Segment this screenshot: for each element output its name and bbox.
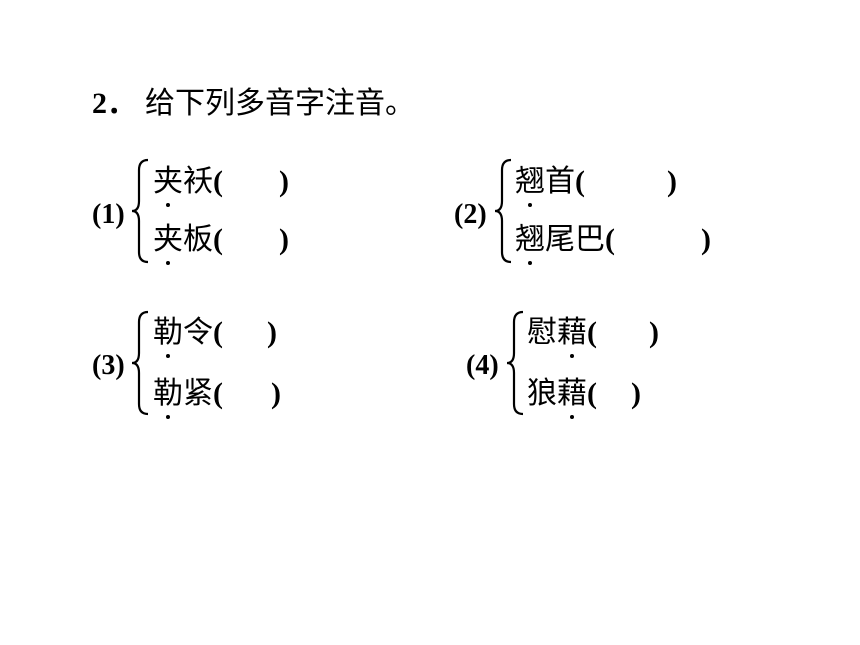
emphasized-char: 夹 xyxy=(153,222,183,265)
word-char: 令 xyxy=(183,315,213,350)
emphasized-char: 勒 xyxy=(153,376,183,419)
item-index: (4) xyxy=(466,350,499,381)
emphasized-char: 勒 xyxy=(153,315,183,358)
item-line: 勒紧() xyxy=(153,376,281,419)
curly-brace-icon xyxy=(506,310,524,416)
word-char: 巴 xyxy=(575,222,605,257)
word-char: 尾 xyxy=(545,222,575,257)
question-number: 2． xyxy=(92,87,137,120)
item-index: (2) xyxy=(454,199,487,230)
emphasized-char: 藉 xyxy=(557,376,587,419)
item-index: (1) xyxy=(92,199,125,230)
close-paren: ) xyxy=(649,316,659,349)
word-char: 首 xyxy=(545,164,575,199)
item-line: 勒令() xyxy=(153,315,277,358)
emphasized-char: 翘 xyxy=(515,164,545,207)
open-paren: ( xyxy=(213,377,223,410)
open-paren: ( xyxy=(213,165,223,198)
emphasized-char: 翘 xyxy=(515,222,545,265)
close-paren: ) xyxy=(279,165,289,198)
item-line: 夹板() xyxy=(153,222,289,265)
word-char: 狼 xyxy=(527,376,557,411)
open-paren: ( xyxy=(213,316,223,349)
item-line: 翘首() xyxy=(515,164,677,207)
item-line: 狼藉() xyxy=(527,376,641,419)
close-paren: ) xyxy=(271,377,281,410)
open-paren: ( xyxy=(605,223,615,256)
open-paren: ( xyxy=(587,316,597,349)
emphasized-char: 夹 xyxy=(153,164,183,207)
question-title: 2．给下列多音字注音。 xyxy=(92,84,415,124)
item-line: 翘尾巴() xyxy=(515,222,711,265)
close-paren: ) xyxy=(631,377,641,410)
word-char: 板 xyxy=(183,222,213,257)
open-paren: ( xyxy=(587,377,597,410)
item-index: (3) xyxy=(92,350,125,381)
word-char: 袄 xyxy=(183,164,213,199)
curly-brace-icon xyxy=(131,310,149,416)
open-paren: ( xyxy=(575,165,585,198)
word-char: 紧 xyxy=(183,376,213,411)
emphasized-char: 藉 xyxy=(557,315,587,358)
curly-brace-icon xyxy=(131,158,149,264)
close-paren: ) xyxy=(701,223,711,256)
item-line: 夹袄() xyxy=(153,164,289,207)
close-paren: ) xyxy=(267,316,277,349)
curly-brace-icon xyxy=(494,158,512,264)
close-paren: ) xyxy=(279,223,289,256)
item-line: 慰藉() xyxy=(527,315,659,358)
open-paren: ( xyxy=(213,223,223,256)
close-paren: ) xyxy=(667,165,677,198)
question-text: 给下列多音字注音。 xyxy=(145,86,415,121)
word-char: 慰 xyxy=(527,315,557,350)
